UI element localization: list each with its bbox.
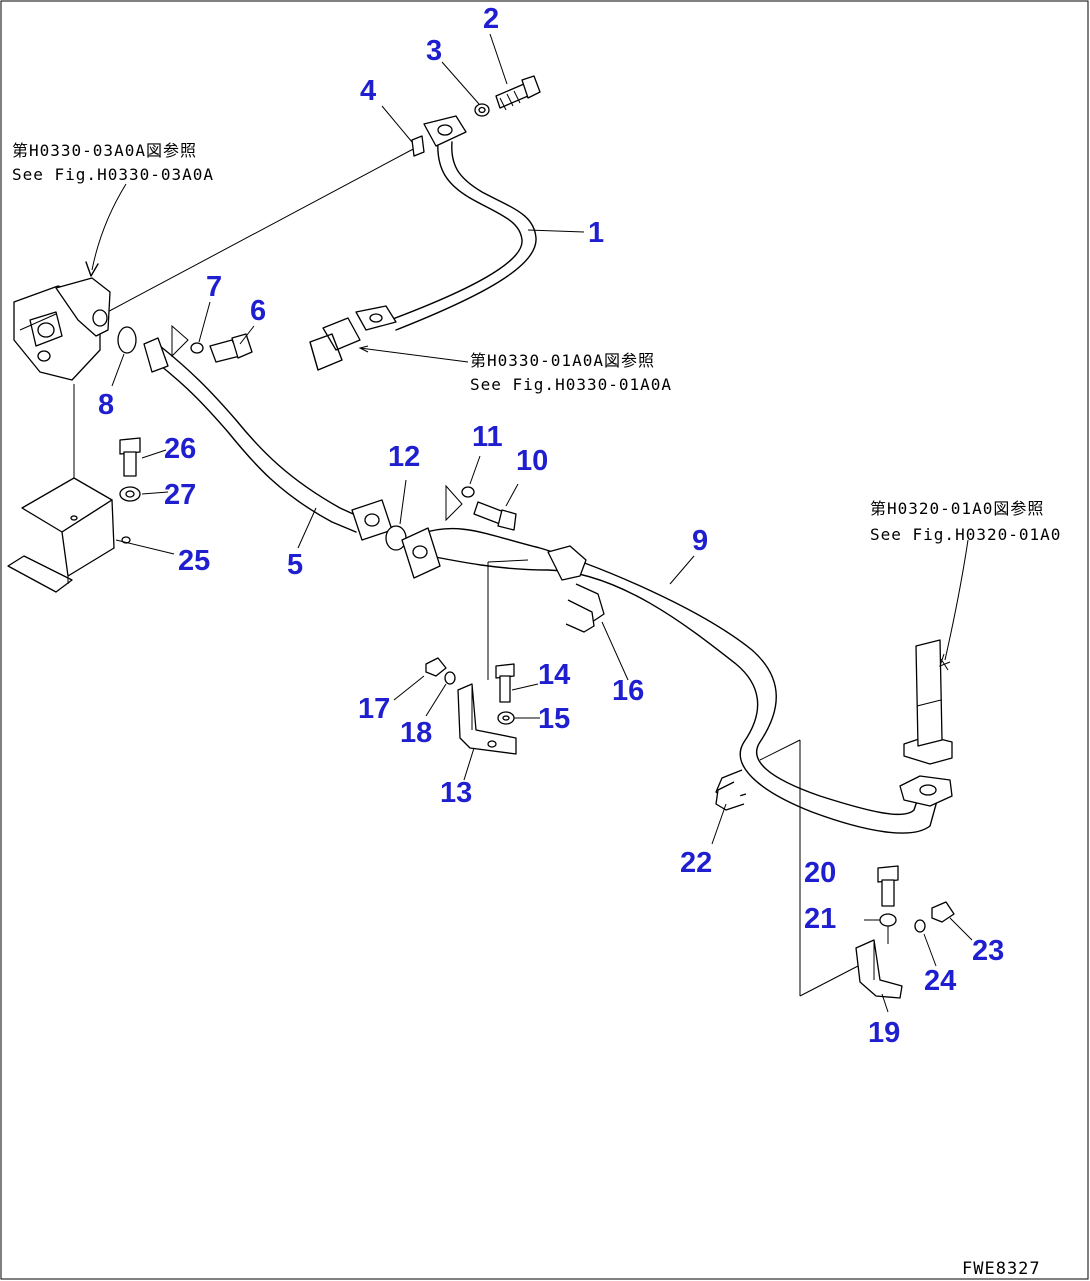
part-label-3: 3 xyxy=(426,35,442,67)
part-label-22: 22 xyxy=(680,847,712,879)
reference-note-2-en: See Fig.H0330-01A0A xyxy=(470,375,672,394)
nut-17 xyxy=(425,657,447,677)
part-label-7: 7 xyxy=(206,271,222,303)
bolt-26 xyxy=(119,437,141,477)
part-label-1: 1 xyxy=(588,217,604,249)
part-label-10: 10 xyxy=(516,445,548,477)
washer-24 xyxy=(914,919,926,933)
pipe-5 xyxy=(143,337,393,541)
part-label-5: 5 xyxy=(287,549,303,581)
part-label-20: 20 xyxy=(804,857,836,889)
u-bolt-16 xyxy=(565,583,605,633)
o-ring-8 xyxy=(117,326,137,354)
bracket-13 xyxy=(457,559,529,755)
part-label-17: 17 xyxy=(358,693,390,725)
part-label-27: 27 xyxy=(164,479,196,511)
reference-arrow-1 xyxy=(85,183,127,277)
part-label-26: 26 xyxy=(164,433,196,465)
drawing-code: FWE8327 xyxy=(962,1259,1041,1279)
part-label-15: 15 xyxy=(538,703,570,735)
part-label-18: 18 xyxy=(400,717,432,749)
leader-lines xyxy=(111,33,973,1013)
part-label-23: 23 xyxy=(972,935,1004,967)
reference-line-4 xyxy=(99,146,418,317)
part-label-9: 9 xyxy=(692,525,708,557)
bolt-6 xyxy=(209,333,253,363)
washer-3 xyxy=(474,103,490,117)
nut-23 xyxy=(931,901,955,923)
pipe-1 xyxy=(309,115,537,371)
washer-21 xyxy=(879,913,897,944)
washer-7 xyxy=(171,324,204,358)
washer-27 xyxy=(119,486,141,502)
bracket-25 xyxy=(7,477,131,593)
part-label-13: 13 xyxy=(440,777,472,809)
bracket-19 xyxy=(759,739,903,999)
reference-note-1: 第H0330-03A0A図参照 See Fig.H0330-03A0A xyxy=(12,141,214,184)
bolt-10 xyxy=(473,501,517,531)
part-label-11: 11 xyxy=(472,421,503,453)
part-label-2: 2 xyxy=(483,3,499,35)
part-label-24: 24 xyxy=(924,965,956,997)
part-label-16: 16 xyxy=(612,675,644,707)
part-label-19: 19 xyxy=(868,1017,900,1049)
reference-note-3-en: See Fig.H0320-01A0 xyxy=(870,525,1061,544)
o-ring-12 xyxy=(385,525,407,551)
bolt-2 xyxy=(495,75,541,111)
washer-11 xyxy=(445,484,475,522)
gasket-4 xyxy=(411,135,425,157)
washer-15 xyxy=(497,711,515,725)
part-label-8: 8 xyxy=(98,389,114,421)
bolt-14 xyxy=(495,663,515,703)
upper-pipe-stub xyxy=(903,539,969,765)
reference-note-1-jp: 第H0330-03A0A図参照 xyxy=(12,141,197,160)
reference-note-3-jp: 第H0320-01A0図参照 xyxy=(870,499,1044,518)
washer-18 xyxy=(444,671,456,685)
reference-note-1-en: See Fig.H0330-03A0A xyxy=(12,165,214,184)
part-label-4: 4 xyxy=(360,75,376,107)
part-label-6: 6 xyxy=(250,295,266,327)
pipe-9 xyxy=(401,527,953,834)
valve-block xyxy=(13,277,111,478)
part-label-14: 14 xyxy=(538,659,570,691)
reference-note-2: 第H0330-01A0A図参照 See Fig.H0330-01A0A xyxy=(470,351,672,394)
u-bolt-22 xyxy=(715,769,747,811)
part-label-12: 12 xyxy=(388,441,420,473)
reference-note-2-jp: 第H0330-01A0A図参照 xyxy=(470,351,655,370)
part-labels: 1 2 3 4 5 6 7 8 9 10 11 12 13 14 15 16 1… xyxy=(98,3,1004,1049)
reference-note-3: 第H0320-01A0図参照 See Fig.H0320-01A0 xyxy=(870,499,1061,544)
bolt-20 xyxy=(877,865,899,907)
part-label-21: 21 xyxy=(804,903,836,935)
part-label-25: 25 xyxy=(178,545,210,577)
